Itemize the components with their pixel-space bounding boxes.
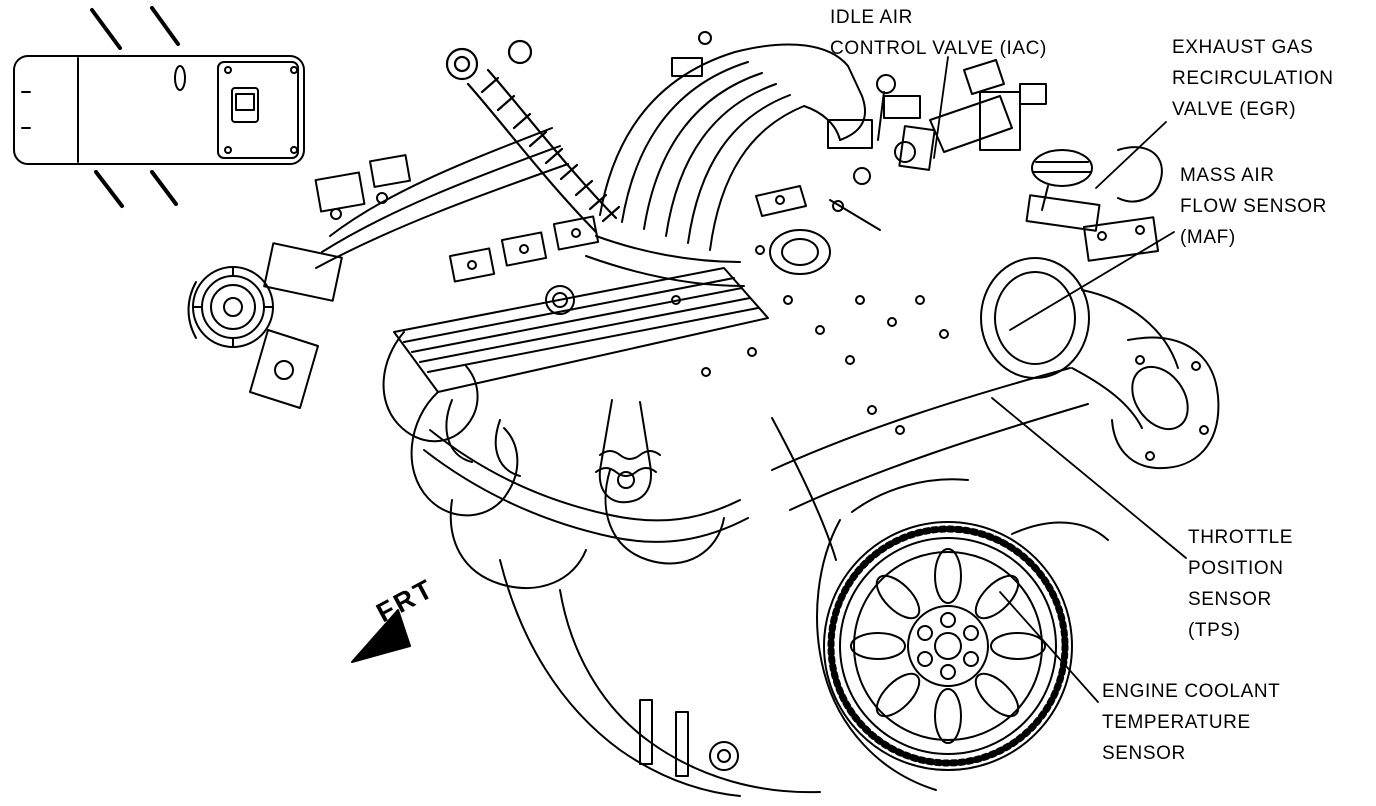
intake-manifold: [585, 31, 867, 287]
spark-plug-wires: [315, 127, 569, 269]
label-line: (TPS): [1188, 620, 1241, 641]
label-mass-air-flow-sensor: MASS AIR FLOW SENSOR (MAF): [1180, 160, 1327, 253]
label-line: VALVE (EGR): [1172, 99, 1297, 120]
label-line: SENSOR: [1188, 589, 1272, 610]
label-line: RECIRCULATION: [1172, 68, 1334, 89]
corrugated-hose: [445, 39, 621, 234]
egr-valve: [963, 59, 1163, 232]
exhaust-manifold: [423, 399, 749, 543]
label-line: EXHAUST GAS: [1172, 37, 1314, 58]
label-line: POSITION: [1188, 558, 1284, 579]
label-idle-air-control-valve: IDLE AIR CONTROL VALVE (IAC): [830, 2, 1047, 64]
label-line: FLOW SENSOR: [1180, 196, 1328, 217]
throttle-body-cluster: [671, 74, 1013, 435]
front-brackets: [249, 154, 411, 409]
label-line: MASS AIR: [1180, 165, 1275, 186]
label-line: ENGINE COOLANT: [1102, 681, 1281, 702]
label-line: SENSOR: [1102, 743, 1186, 764]
coolant-hoses: [382, 331, 725, 589]
label-line: (MAF): [1180, 227, 1236, 248]
vehicle-inset: [13, 6, 305, 208]
valve-cover: [393, 215, 769, 393]
label-line: IDLE AIR: [830, 7, 913, 28]
label-line: CONTROL VALVE (IAC): [830, 38, 1047, 59]
flywheel: [816, 478, 1073, 791]
front-pulley: [187, 266, 274, 348]
label-throttle-position-sensor: THROTTLE POSITION SENSOR (TPS): [1188, 522, 1293, 646]
label-line: TEMPERATURE: [1102, 712, 1251, 733]
label-engine-coolant-temp-sensor: ENGINE COOLANT TEMPERATURE SENSOR: [1102, 676, 1280, 769]
inset-hatch-marks: [90, 6, 180, 208]
label-egr-valve: EXHAUST GAS RECIRCULATION VALVE (EGR): [1172, 32, 1334, 125]
leader-lines: [933, 56, 1187, 703]
label-line: THROTTLE: [1188, 527, 1294, 548]
cross-pipe: [771, 367, 1109, 541]
frt-arrow-icon: [351, 609, 411, 663]
oil-pan: [499, 417, 837, 797]
air-intake-tube: [980, 216, 1220, 470]
